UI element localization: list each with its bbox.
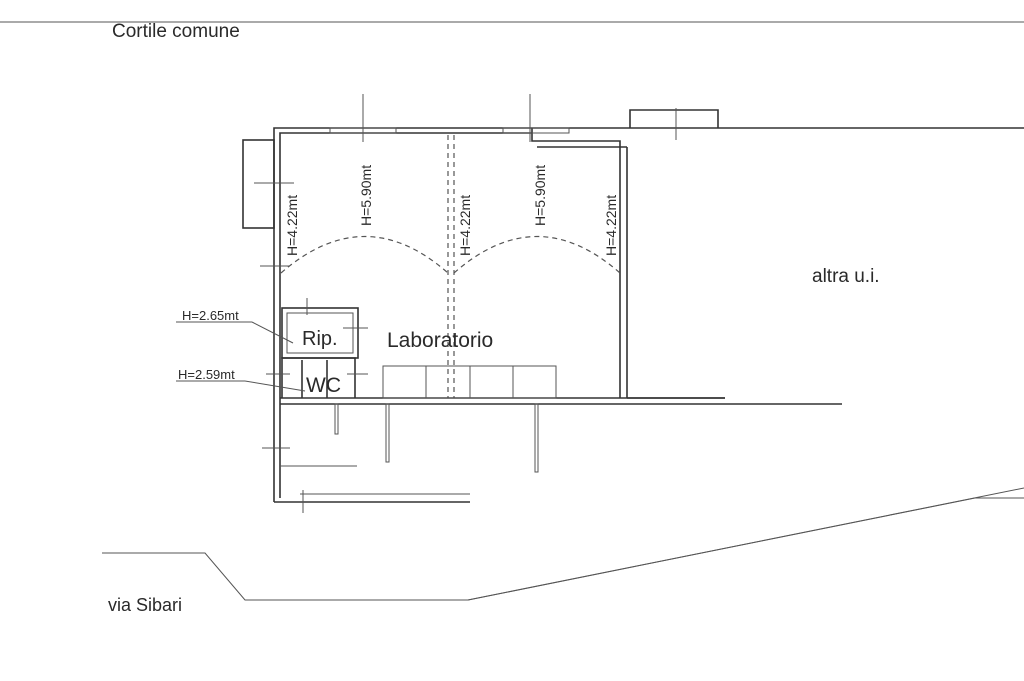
storage-label: Rip. bbox=[302, 328, 338, 350]
height-right-wall: H=4.22mt bbox=[603, 195, 619, 256]
height-right-vault: H=5.90mt bbox=[532, 165, 548, 226]
wc-label: WC bbox=[306, 374, 341, 397]
height-left-wall: H=4.22mt bbox=[284, 195, 300, 256]
lab-label: Laboratorio bbox=[387, 329, 493, 352]
height-wc: H=2.59mt bbox=[178, 367, 235, 382]
walls bbox=[0, 21, 1024, 601]
courtyard-label: Cortile comune bbox=[112, 21, 240, 42]
street-label: via Sibari bbox=[108, 595, 182, 615]
height-left-vault: H=5.90mt bbox=[358, 165, 374, 226]
height-storage: H=2.65mt bbox=[182, 308, 239, 323]
other-unit-label: altra u.i. bbox=[812, 266, 880, 287]
height-center: H=4.22mt bbox=[457, 195, 473, 256]
